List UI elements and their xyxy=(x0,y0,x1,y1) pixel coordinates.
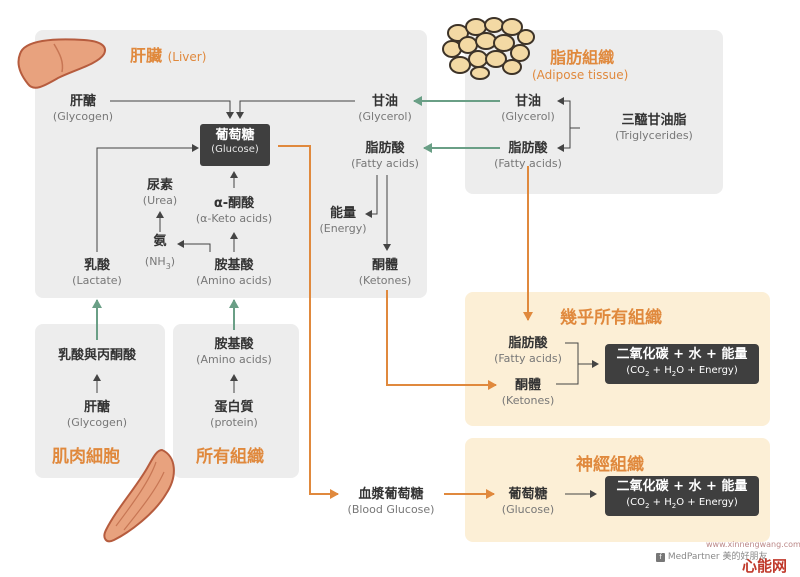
amino-tissue-en: (Amino acids) xyxy=(196,353,272,367)
products-box-almost: 二氧化碳 + 水 + 能量 (CO2 + H2O + Energy) xyxy=(605,344,759,384)
glycerol-liver-zh: 甘油 xyxy=(371,94,398,109)
fatty-liver-node: 脂肪酸 (Fatty acids) xyxy=(351,141,419,171)
fatty-almost-node: 脂肪酸 (Fatty acids) xyxy=(494,336,562,366)
glycogen-muscle-node: 肝醣 (Glycogen) xyxy=(67,400,127,430)
blood-glucose-en: (Blood Glucose) xyxy=(347,503,435,517)
glycogen-liver-node: 肝醣 (Glycogen) xyxy=(53,94,113,124)
fatty-liver-zh: 脂肪酸 xyxy=(365,141,405,156)
glycogen-muscle-en: (Glycogen) xyxy=(66,416,128,430)
glucose-nerve-en: (Glucose) xyxy=(501,503,555,517)
fatty-adipose-zh: 脂肪酸 xyxy=(508,141,548,156)
ketones-liver-en: (Ketones) xyxy=(358,274,412,288)
adipose-title: 脂肪組織 (Adipose tissue) xyxy=(532,44,628,82)
glucose-box: 葡萄糖 (Glucose) xyxy=(200,124,270,166)
fatty-almost-en: (Fatty acids) xyxy=(494,352,562,366)
footer-logo: 心能网 xyxy=(742,557,788,575)
urea-en: (Urea) xyxy=(142,194,178,208)
triglycerides-en: (Triglycerides) xyxy=(615,129,693,143)
products-zh: 二氧化碳 + 水 + 能量 xyxy=(616,347,748,362)
ketones-almost-en: (Ketones) xyxy=(501,394,555,408)
all-tissue-title: 所有組織 xyxy=(196,447,264,467)
triglycerides-node: 三醯甘油脂 (Triglycerides) xyxy=(615,113,693,143)
glucose-zh: 葡萄糖 xyxy=(215,128,255,143)
glycogen-muscle-zh: 肝醣 xyxy=(83,400,110,415)
lactate-node: 乳酸 (Lactate) xyxy=(72,258,122,288)
glucose-en: (Glucose) xyxy=(211,144,259,156)
muscle-illustration xyxy=(103,448,175,543)
products-en: (CO2 + H2O + Energy) xyxy=(626,364,738,378)
ketones-liver-zh: 酮體 xyxy=(371,258,398,273)
amino-liver-zh: 胺基酸 xyxy=(214,258,254,273)
glycerol-adipose-en: (Glycerol) xyxy=(501,110,555,124)
amino-tissue-zh: 胺基酸 xyxy=(214,337,254,352)
adipose-illustration xyxy=(442,17,535,80)
lactate-zh: 乳酸 xyxy=(83,258,111,273)
adipose-title-en: (Adipose tissue) xyxy=(532,68,629,82)
keto-acids-zh: α-酮酸 xyxy=(213,196,255,211)
products-nerve-zh: 二氧化碳 + 水 + 能量 xyxy=(616,479,748,494)
ketones-almost-zh: 酮體 xyxy=(514,378,541,393)
liver-title-zh: 肝臟 xyxy=(130,46,163,65)
ammonia-sub: 3 xyxy=(165,262,171,272)
liver-title-en: (Liver) xyxy=(167,50,207,64)
amino-liver-node: 胺基酸 (Amino acids) xyxy=(196,258,272,288)
fatty-almost-zh: 脂肪酸 xyxy=(508,336,548,351)
adipose-title-zh: 脂肪組織 xyxy=(550,48,615,67)
fatty-adipose-en: (Fatty acids) xyxy=(494,157,562,171)
liver-title: 肝臟 (Liver) xyxy=(130,42,206,66)
triglycerides-zh: 三醯甘油脂 xyxy=(621,113,687,128)
ketones-liver-node: 酮體 (Ketones) xyxy=(359,258,412,288)
all-tissue-panel xyxy=(173,324,299,478)
footer-credit-text: MedPartner 美的好朋友 xyxy=(667,552,768,562)
amino-tissue-node: 胺基酸 (Amino acids) xyxy=(196,337,272,367)
urea-zh: 尿素 xyxy=(146,178,173,193)
glycerol-liver-node: 甘油 (Glycerol) xyxy=(358,94,412,124)
almost-all-title: 幾乎所有組織 xyxy=(560,308,662,328)
keto-acids-node: α-酮酸 (α-Keto acids) xyxy=(196,196,272,226)
facebook-icon: f xyxy=(656,553,665,562)
protein-node: 蛋白質 (protein) xyxy=(210,400,258,430)
liver-illustration xyxy=(17,38,106,89)
energy-node: 能量 (Energy) xyxy=(319,206,366,236)
footer-credit: f MedPartner 美的好朋友 xyxy=(656,549,767,562)
lactate-en: (Lactate) xyxy=(72,274,122,288)
products-nerve-en: (CO2 + H2O + Energy) xyxy=(626,496,738,510)
lactate-pyruvate-node: 乳酸與丙酮酸 xyxy=(58,348,136,364)
glycogen-liver-zh: 肝醣 xyxy=(69,94,96,109)
ammonia-zh: 氨 xyxy=(153,234,167,249)
glycerol-liver-en: (Glycerol) xyxy=(358,110,412,124)
glycerol-adipose-zh: 甘油 xyxy=(514,94,541,109)
lactate-pyruvate-zh: 乳酸與丙酮酸 xyxy=(57,348,137,363)
products-box-nerve: 二氧化碳 + 水 + 能量 (CO2 + H2O + Energy) xyxy=(605,476,759,516)
glucose-nerve-zh: 葡萄糖 xyxy=(508,487,548,502)
fatty-adipose-node: 脂肪酸 (Fatty acids) xyxy=(494,141,562,171)
ammonia-en: (NH xyxy=(144,255,166,269)
protein-zh: 蛋白質 xyxy=(214,400,254,415)
ammonia-close: ) xyxy=(170,255,176,269)
footer-site: www.xinnengwang.com xyxy=(706,540,800,549)
fatty-liver-en: (Fatty acids) xyxy=(351,157,419,171)
muscle-title: 肌肉細胞 xyxy=(52,447,120,467)
protein-en: (protein) xyxy=(210,416,258,430)
glucose-nerve-node: 葡萄糖 (Glucose) xyxy=(502,487,554,517)
ammonia-node: 氨 (NH3) xyxy=(145,234,175,272)
glycerol-adipose-node: 甘油 (Glycerol) xyxy=(501,94,555,124)
adipose-panel xyxy=(465,30,723,194)
nerve-title: 神經組織 xyxy=(576,455,644,475)
ketones-almost-node: 酮體 (Ketones) xyxy=(502,378,555,408)
blood-glucose-zh: 血漿葡萄糖 xyxy=(358,487,424,502)
urea-node: 尿素 (Urea) xyxy=(143,178,177,208)
energy-zh: 能量 xyxy=(329,206,356,221)
glycogen-liver-en: (Glycogen) xyxy=(52,110,114,124)
energy-en: (Energy) xyxy=(319,222,367,236)
muscle-panel xyxy=(35,324,165,478)
keto-acids-en: (α-Keto acids) xyxy=(195,212,273,226)
amino-liver-en: (Amino acids) xyxy=(196,274,272,288)
blood-glucose-node: 血漿葡萄糖 (Blood Glucose) xyxy=(348,487,435,517)
